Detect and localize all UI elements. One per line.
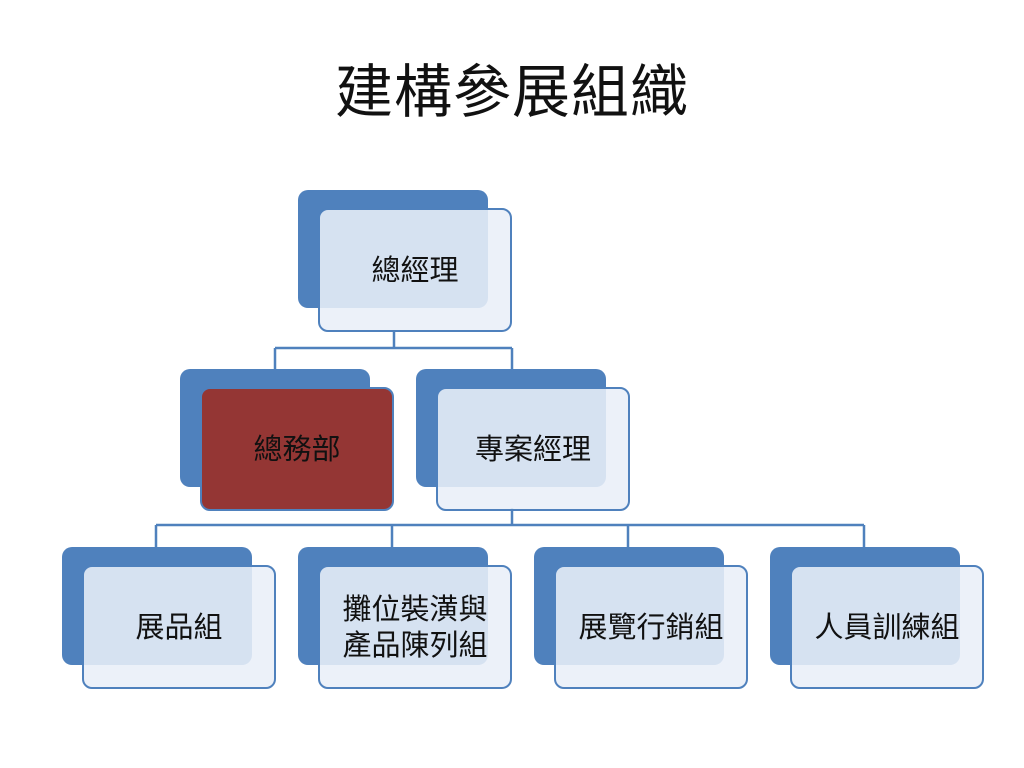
connector-top-to-level2 (273, 330, 514, 370)
node-box: 總務部 (200, 387, 394, 511)
node-box: 展覽行銷組 (554, 565, 748, 689)
connector-pm-to-level3 (154, 508, 866, 548)
node-label-project-manager: 專案經理 (474, 432, 591, 466)
node-label-marketing-team: 展覽行銷組 (578, 610, 724, 644)
node-booth-display-team: 攤位裝潢與 產品陳列組 (298, 547, 512, 689)
node-marketing-team: 展覽行銷組 (534, 547, 748, 689)
node-box: 展品組 (82, 565, 276, 689)
node-box: 人員訓練組 (790, 565, 984, 689)
node-project-manager: 專案經理 (416, 369, 630, 511)
node-box: 攤位裝潢與 產品陳列組 (318, 565, 512, 689)
node-training-team: 人員訓練組 (770, 547, 984, 689)
node-box: 總經理 (318, 208, 512, 332)
slide-title: 建構參展組織 (334, 58, 689, 126)
node-label-exhibits-team: 展品組 (135, 610, 223, 644)
node-general-manager: 總經理 (298, 190, 512, 332)
node-label-general-manager: 總經理 (371, 253, 459, 287)
node-label-booth-display-line2: 產品陳列組 (342, 628, 488, 662)
node-box: 專案經理 (436, 387, 630, 511)
node-label-training-team: 人員訓練組 (814, 610, 960, 644)
node-general-affairs: 總務部 (180, 369, 394, 511)
node-label-general-affairs: 總務部 (253, 432, 341, 466)
node-exhibits-team: 展品組 (62, 547, 276, 689)
node-label-booth-display-line1: 攤位裝潢與 (342, 592, 488, 626)
